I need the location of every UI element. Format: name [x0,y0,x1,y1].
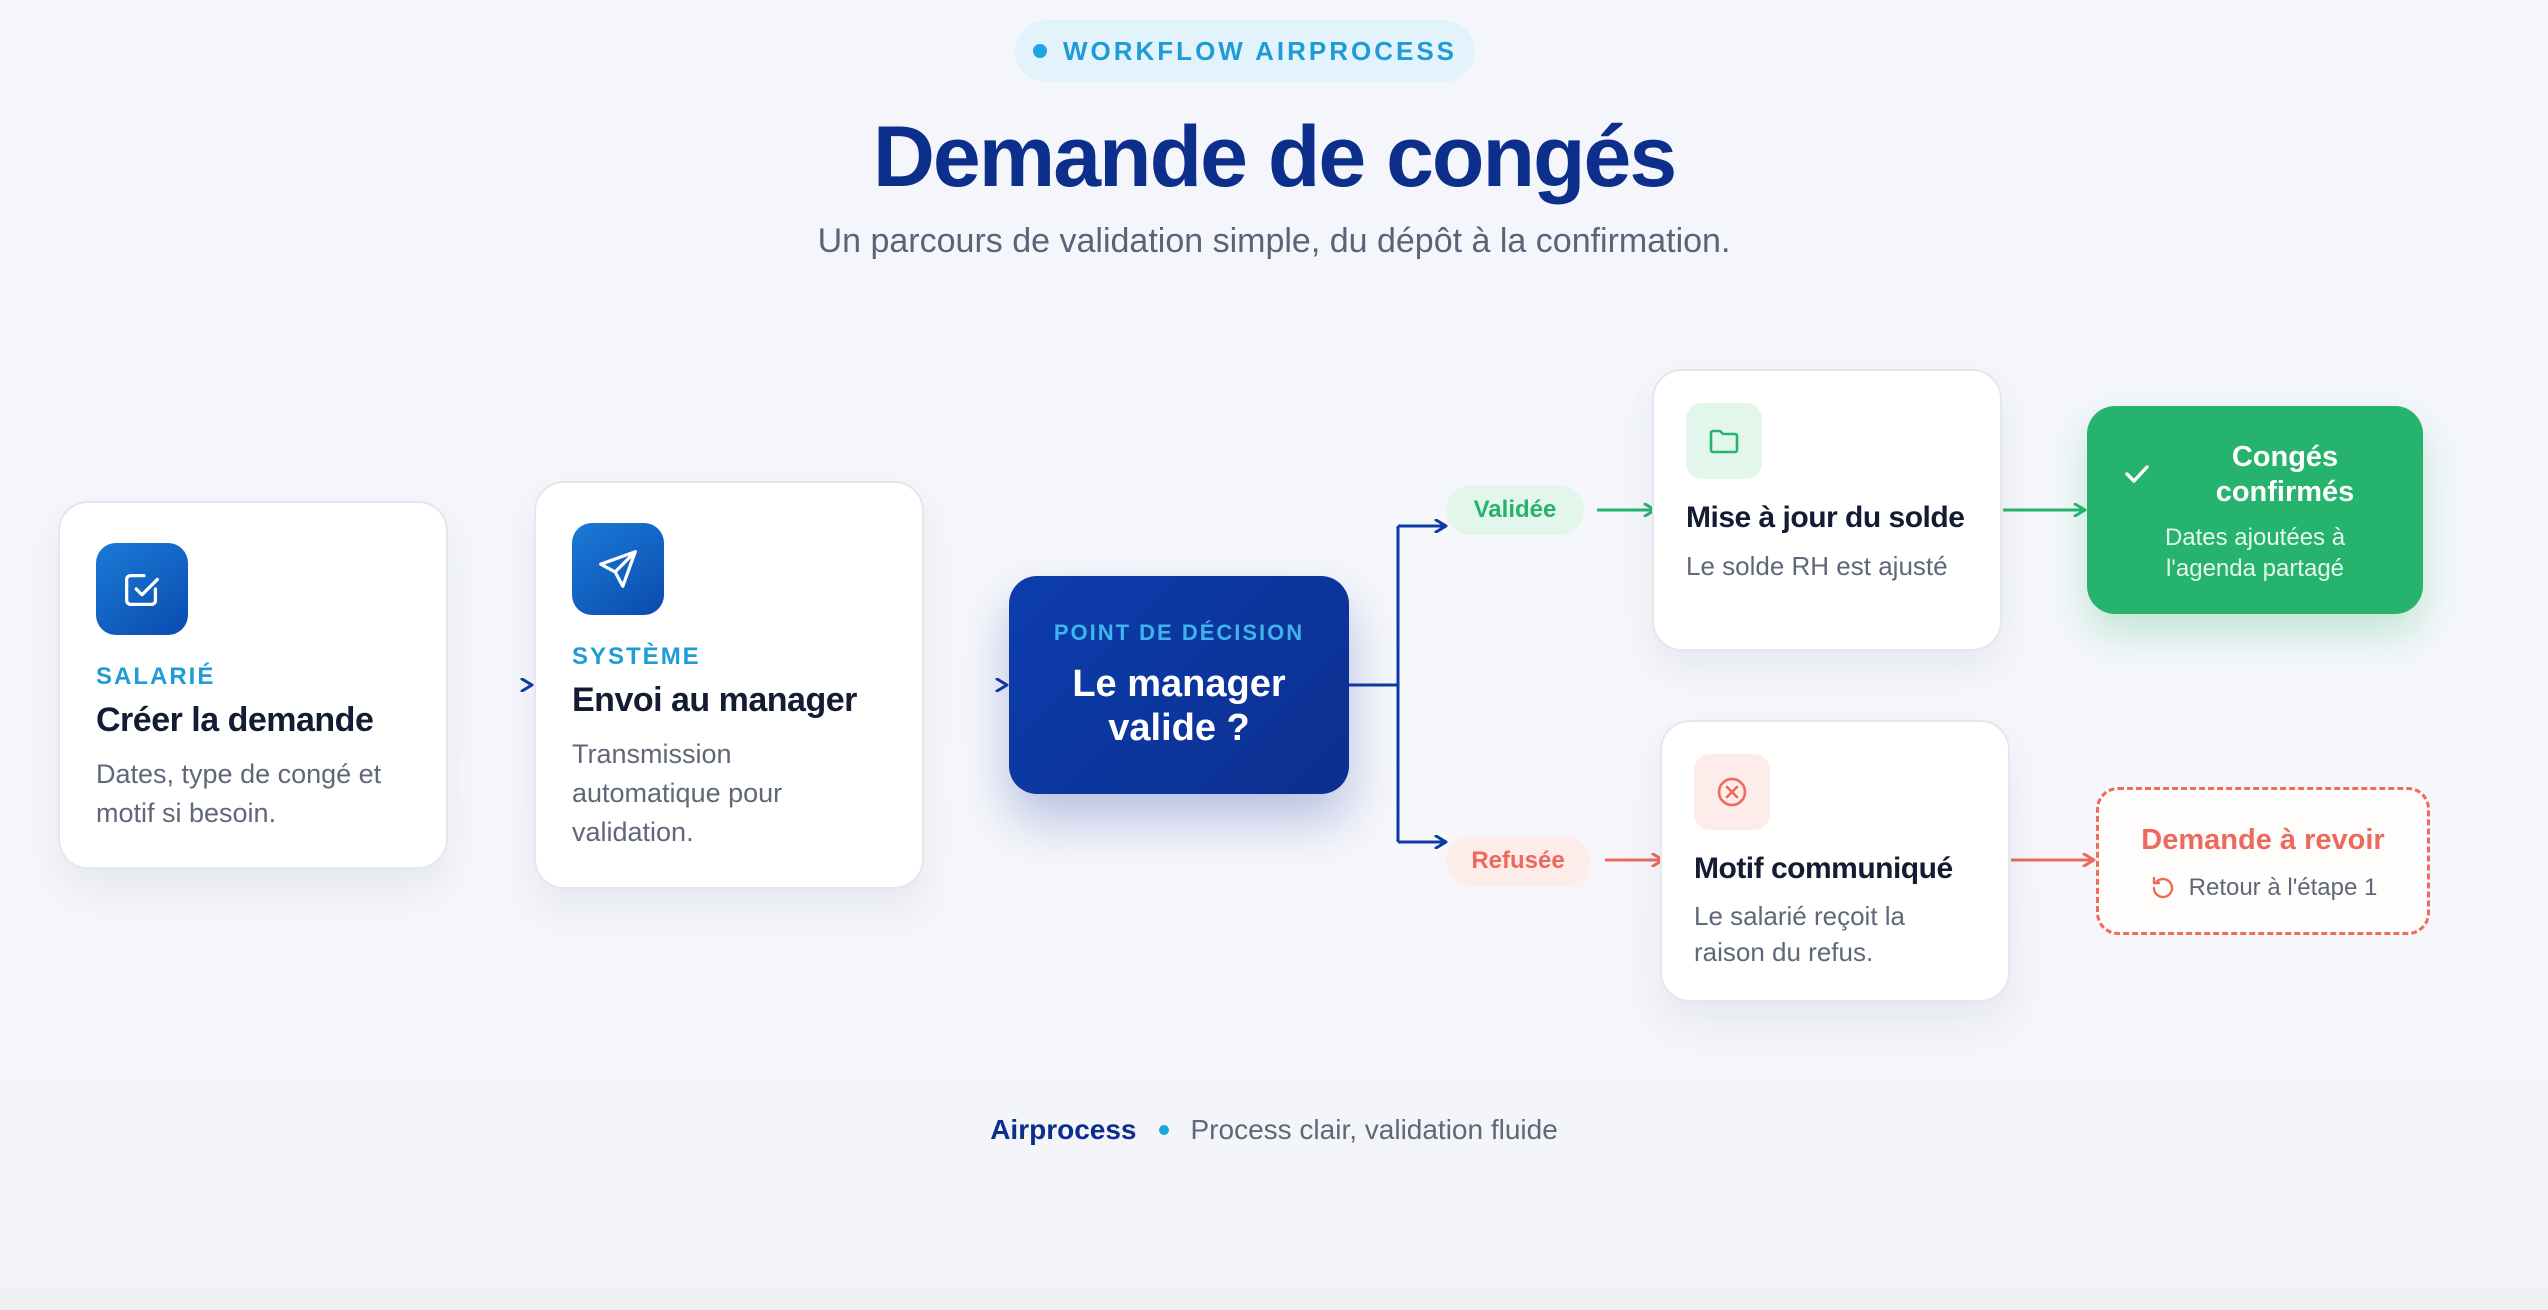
desc-line: Dates, type de congé et [96,759,382,789]
step-description: Transmission automatique pour validation… [572,735,902,852]
desc-line: motif si besoin. [96,798,277,828]
workflow-badge: WORKFLOW AIRPROCESS [1015,20,1475,82]
desc-line: automatique pour [572,778,783,808]
step-title: Envoi au manager [572,681,857,719]
step-card-send: SYSTÈME Envoi au manager Transmission au… [534,481,924,889]
folder-icon [1686,403,1762,479]
restart-icon [2152,876,2173,899]
step-card-create: SALARIÉ Créer la demande Dates, type de … [58,501,448,869]
footer-tagline: Process clair, validation fluide [1190,1114,1558,1145]
page-title: Demande de congés [872,109,1677,205]
step-card-motif: Motif communiqué Le salarié reçoit la ra… [1660,720,2010,1002]
footer-dot [1158,1125,1169,1135]
step-description: Le salarié reçoit la raison du refus. [1694,898,1905,970]
badge-label: WORKFLOW AIRPROCESS [1062,35,1458,66]
desc-line: raison du refus. [1694,937,1874,967]
checkbox-icon [96,543,188,635]
step-description: Dates, type de congé et motif si besoin. [96,755,426,833]
review-node: Demande à revoir Retour à l'étape 1 [2096,787,2430,935]
review-title: Demande à revoir [2141,824,2385,856]
confirmed-node: Congés confirmés Dates ajoutées à l'agen… [2087,406,2423,614]
review-subtitle: Retour à l'étape 1 [2099,874,2427,902]
step-title: Créer la demande [96,701,374,739]
step-role: SYSTÈME [572,643,701,670]
page-subtitle: Un parcours de validation simple, du dép… [817,222,1731,260]
pill-validee: Validée [1446,485,1584,535]
desc-line: Transmission [572,739,732,769]
step-role: SALARIÉ [96,663,216,690]
step-title: Motif communiqué [1694,852,1953,885]
title-line: confirmés [2215,476,2355,508]
x-circle-icon [1694,754,1770,830]
question-line: valide ? [1108,707,1250,749]
step-title: Mise à jour du solde [1686,501,1965,534]
pill-refusee: Refusée [1446,836,1590,886]
confirmed-description: Dates ajoutées à l'agenda partagé [2127,522,2383,584]
desc-line: l'agenda partagé [2165,555,2345,582]
desc-line: Le salarié reçoit la [1694,901,1905,931]
decision-node: POINT DE DÉCISION Le manager valide ? [1009,576,1349,794]
step-description: Le solde RH est ajusté [1686,551,1948,581]
decision-label: POINT DE DÉCISION [1053,620,1305,645]
desc-line: validation. [572,817,694,847]
desc-line: Dates ajoutées à [2164,524,2346,551]
send-icon [572,523,664,615]
bottom-strip [0,1288,2548,1310]
title-line: Congés [2231,441,2339,473]
step-card-update-balance: Mise à jour du solde Le solde RH est aju… [1652,369,2002,651]
review-subtitle-text: Retour à l'étape 1 [2188,874,2378,901]
footer: Airprocess Process clair, validation flu… [0,1114,2548,1146]
branch-connector [1349,526,1400,842]
confirmed-title: Congés confirmés [2167,440,2403,510]
decision-question: Le manager valide ? [1009,662,1349,750]
badge-dot [1032,44,1047,58]
check-icon [2125,465,2149,483]
footer-brand: Airprocess [990,1114,1137,1145]
question-line: Le manager [1072,663,1286,705]
